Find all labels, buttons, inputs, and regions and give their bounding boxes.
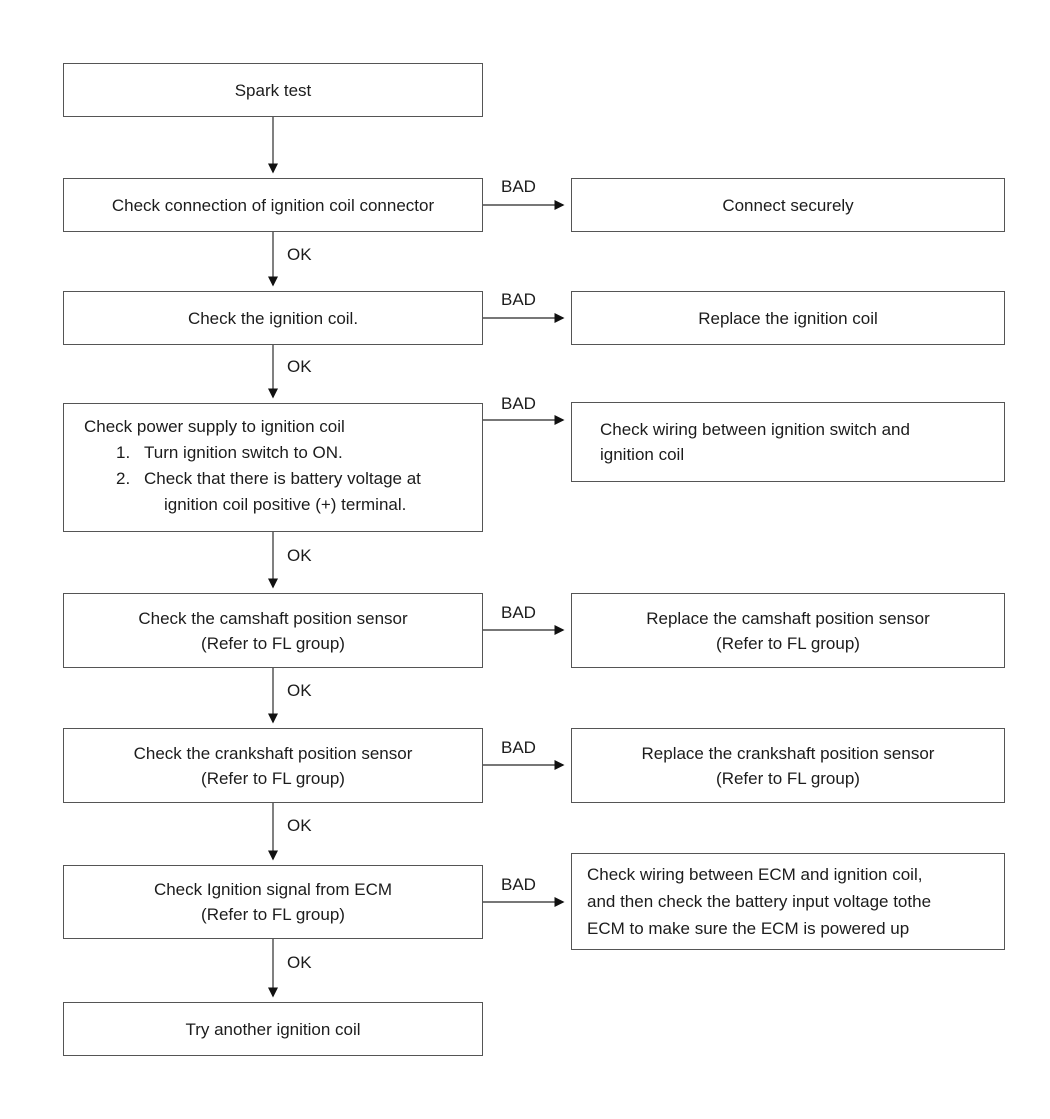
node-line: ECM to make sure the ECM is powered up bbox=[587, 919, 910, 938]
node-check-camshaft-sensor: Check the camshaft position sensor (Refe… bbox=[63, 593, 483, 668]
node-line: (Refer to FL group) bbox=[201, 905, 345, 924]
edge-label-ok: OK bbox=[287, 357, 312, 376]
node-label: Replace the ignition coil bbox=[698, 308, 878, 328]
edge-label-bad: BAD bbox=[501, 875, 536, 894]
node-check-wiring-switch: Check wiring between ignition switch and… bbox=[571, 402, 1005, 482]
edge-label-bad: BAD bbox=[501, 290, 536, 309]
step-text: Turn ignition switch to ON. bbox=[144, 443, 343, 462]
edge-label-ok: OK bbox=[287, 546, 312, 565]
node-spark-test: Spark test bbox=[63, 63, 483, 117]
step-number: 2. bbox=[116, 469, 131, 488]
edge-label-bad: BAD bbox=[501, 603, 536, 622]
node-try-another-coil: Try another ignition coil bbox=[63, 1002, 483, 1056]
edge-label-ok: OK bbox=[287, 816, 312, 835]
node-line: (Refer to FL group) bbox=[201, 768, 345, 788]
node-line: (Refer to FL group) bbox=[201, 633, 345, 653]
node-line: (Refer to FL group) bbox=[716, 768, 860, 788]
edge-label-ok: OK bbox=[287, 681, 312, 700]
node-step-1: 1. Turn ignition switch to ON. bbox=[84, 440, 476, 466]
node-check-connection: Check connection of ignition coil connec… bbox=[63, 178, 483, 232]
node-connect-securely: Connect securely bbox=[571, 178, 1005, 232]
node-label: Try another ignition coil bbox=[185, 1019, 361, 1039]
node-check-ignition-coil: Check the ignition coil. bbox=[63, 291, 483, 345]
node-label: Spark test bbox=[234, 80, 312, 100]
node-step-2-continued: ignition coil positive (+) terminal. bbox=[164, 495, 407, 514]
node-line: Replace the camshaft position sensor bbox=[646, 608, 930, 628]
edge-label-ok: OK bbox=[287, 245, 312, 264]
edge-label-bad: BAD bbox=[501, 177, 536, 196]
node-check-wiring-ecm: Check wiring between ECM and ignition co… bbox=[571, 853, 1005, 950]
edge-label-bad: BAD bbox=[501, 394, 536, 413]
node-line: Check Ignition signal from ECM bbox=[153, 880, 393, 899]
node-label: Connect securely bbox=[722, 195, 854, 215]
node-label: Check connection of ignition coil connec… bbox=[111, 195, 435, 215]
edge-label-bad: BAD bbox=[501, 738, 536, 757]
step-number: 1. bbox=[116, 443, 131, 462]
edge-label-ok: OK bbox=[287, 953, 312, 972]
node-line: Replace the crankshaft position sensor bbox=[641, 743, 935, 763]
node-line: (Refer to FL group) bbox=[716, 633, 860, 653]
node-step-2: 2. Check that there is battery voltage at bbox=[84, 466, 476, 492]
node-line: Check wiring between ignition switch and bbox=[600, 420, 910, 439]
node-line: and then check the battery input voltage… bbox=[587, 892, 932, 911]
node-line: Check wiring between ECM and ignition co… bbox=[587, 865, 923, 884]
node-title: Check power supply to ignition coil bbox=[84, 417, 345, 436]
node-check-power-supply: Check power supply to ignition coil 1. Tu… bbox=[63, 403, 483, 532]
node-replace-camshaft-sensor: Replace the camshaft position sensor (Re… bbox=[571, 593, 1005, 668]
node-replace-ignition-coil: Replace the ignition coil bbox=[571, 291, 1005, 345]
node-check-ecm-signal: Check Ignition signal from ECM (Refer to… bbox=[63, 865, 483, 939]
node-line: ignition coil bbox=[600, 445, 685, 464]
node-replace-crankshaft-sensor: Replace the crankshaft position sensor (… bbox=[571, 728, 1005, 803]
node-line: Check the camshaft position sensor bbox=[138, 608, 408, 628]
node-line: Check the crankshaft position sensor bbox=[133, 743, 413, 763]
step-text: Check that there is battery voltage at bbox=[144, 469, 421, 488]
node-check-crankshaft-sensor: Check the crankshaft position sensor (Re… bbox=[63, 728, 483, 803]
node-label: Check the ignition coil. bbox=[187, 308, 359, 328]
